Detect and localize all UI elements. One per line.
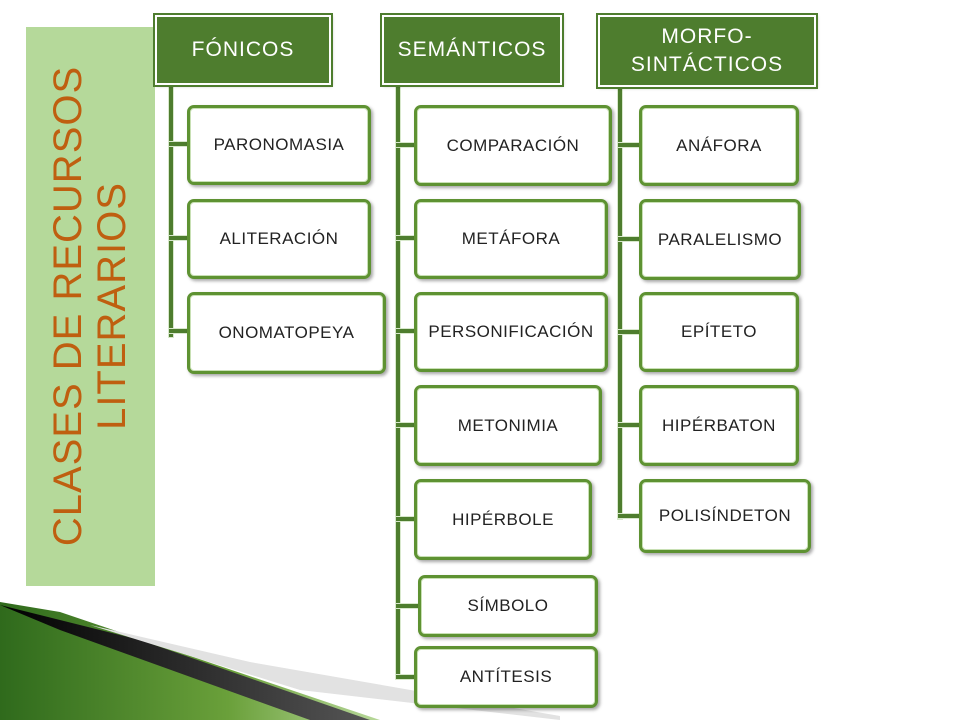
connector-fonicos-vertical bbox=[168, 86, 174, 338]
leaf-aliteracion: ALITERACIÓN bbox=[187, 199, 371, 279]
connector-morfo-5 bbox=[617, 513, 641, 519]
leaf-paralelismo: PARALELISMO bbox=[639, 199, 801, 280]
title-line-1: CLASES DE RECURSOS bbox=[46, 65, 90, 547]
leaf-comparacion: COMPARACIÓN bbox=[414, 105, 612, 186]
leaf-metonimia: METONIMIA bbox=[414, 385, 602, 466]
leaf-antitesis: ANTÍTESIS bbox=[414, 646, 598, 708]
connector-morfosintacticos-vertical bbox=[617, 86, 623, 520]
leaf-hiperbole: HIPÉRBOLE bbox=[414, 479, 592, 560]
leaf-hiperbaton: HIPÉRBATON bbox=[639, 385, 799, 466]
connector-morfo-2 bbox=[617, 236, 641, 242]
title-line-2: LITERARIOS bbox=[90, 182, 134, 430]
connector-semanticos-vertical bbox=[395, 86, 401, 680]
leaf-simbolo: SÍMBOLO bbox=[418, 575, 598, 637]
leaf-metafora: METÁFORA bbox=[414, 199, 608, 279]
category-header-fonicos: FÓNICOS bbox=[153, 13, 333, 87]
title-band bbox=[26, 27, 155, 586]
leaf-anafora: ANÁFORA bbox=[639, 105, 799, 186]
category-header-semanticos: SEMÁNTICOS bbox=[380, 13, 564, 87]
connector-morfo-1 bbox=[617, 142, 641, 148]
connector-morfo-3 bbox=[617, 329, 641, 335]
leaf-personificacion: PERSONIFICACIÓN bbox=[414, 292, 608, 372]
connector-morfo-4 bbox=[617, 422, 641, 428]
diagram-title: CLASES DE RECURSOS LITERARIOS bbox=[46, 26, 134, 586]
leaf-onomatopeya: ONOMATOPEYA bbox=[187, 292, 386, 374]
leaf-paronomasia: PARONOMASIA bbox=[187, 105, 371, 185]
category-header-morfosintacticos: MORFO- SINTÁCTICOS bbox=[596, 13, 818, 89]
leaf-epiteto: EPÍTETO bbox=[639, 292, 799, 372]
leaf-polisindeton: POLISÍNDETON bbox=[639, 479, 811, 553]
